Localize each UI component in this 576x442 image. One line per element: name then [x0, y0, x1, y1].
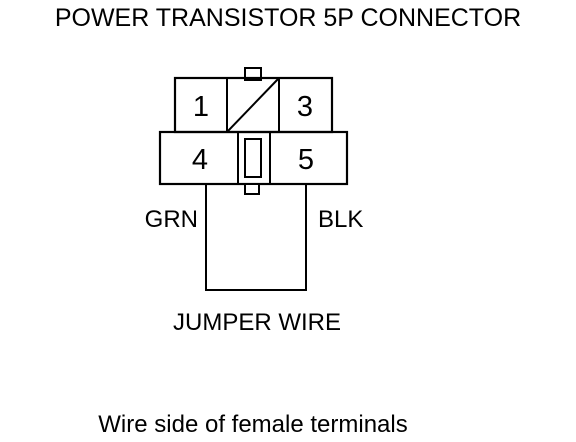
blk-wire-label: BLK	[318, 206, 363, 233]
grn-wire-label: GRN	[145, 206, 198, 233]
pin-3-label: 3	[297, 91, 313, 123]
center-latch	[244, 138, 262, 178]
diagram-caption: Wire side of female terminals	[98, 411, 407, 438]
pin-1-label: 1	[193, 91, 209, 123]
diagram-title: POWER TRANSISTOR 5P CONNECTOR	[55, 4, 521, 32]
bottom-locking-tab	[244, 183, 260, 195]
connector-body	[158, 67, 349, 195]
pin-5-label: 5	[298, 144, 314, 176]
pin-4-label: 4	[192, 144, 208, 176]
blank-cavity-marker	[226, 77, 280, 133]
jumper-wire-label: JUMPER WIRE	[173, 309, 341, 336]
jumper-wire	[205, 184, 307, 291]
